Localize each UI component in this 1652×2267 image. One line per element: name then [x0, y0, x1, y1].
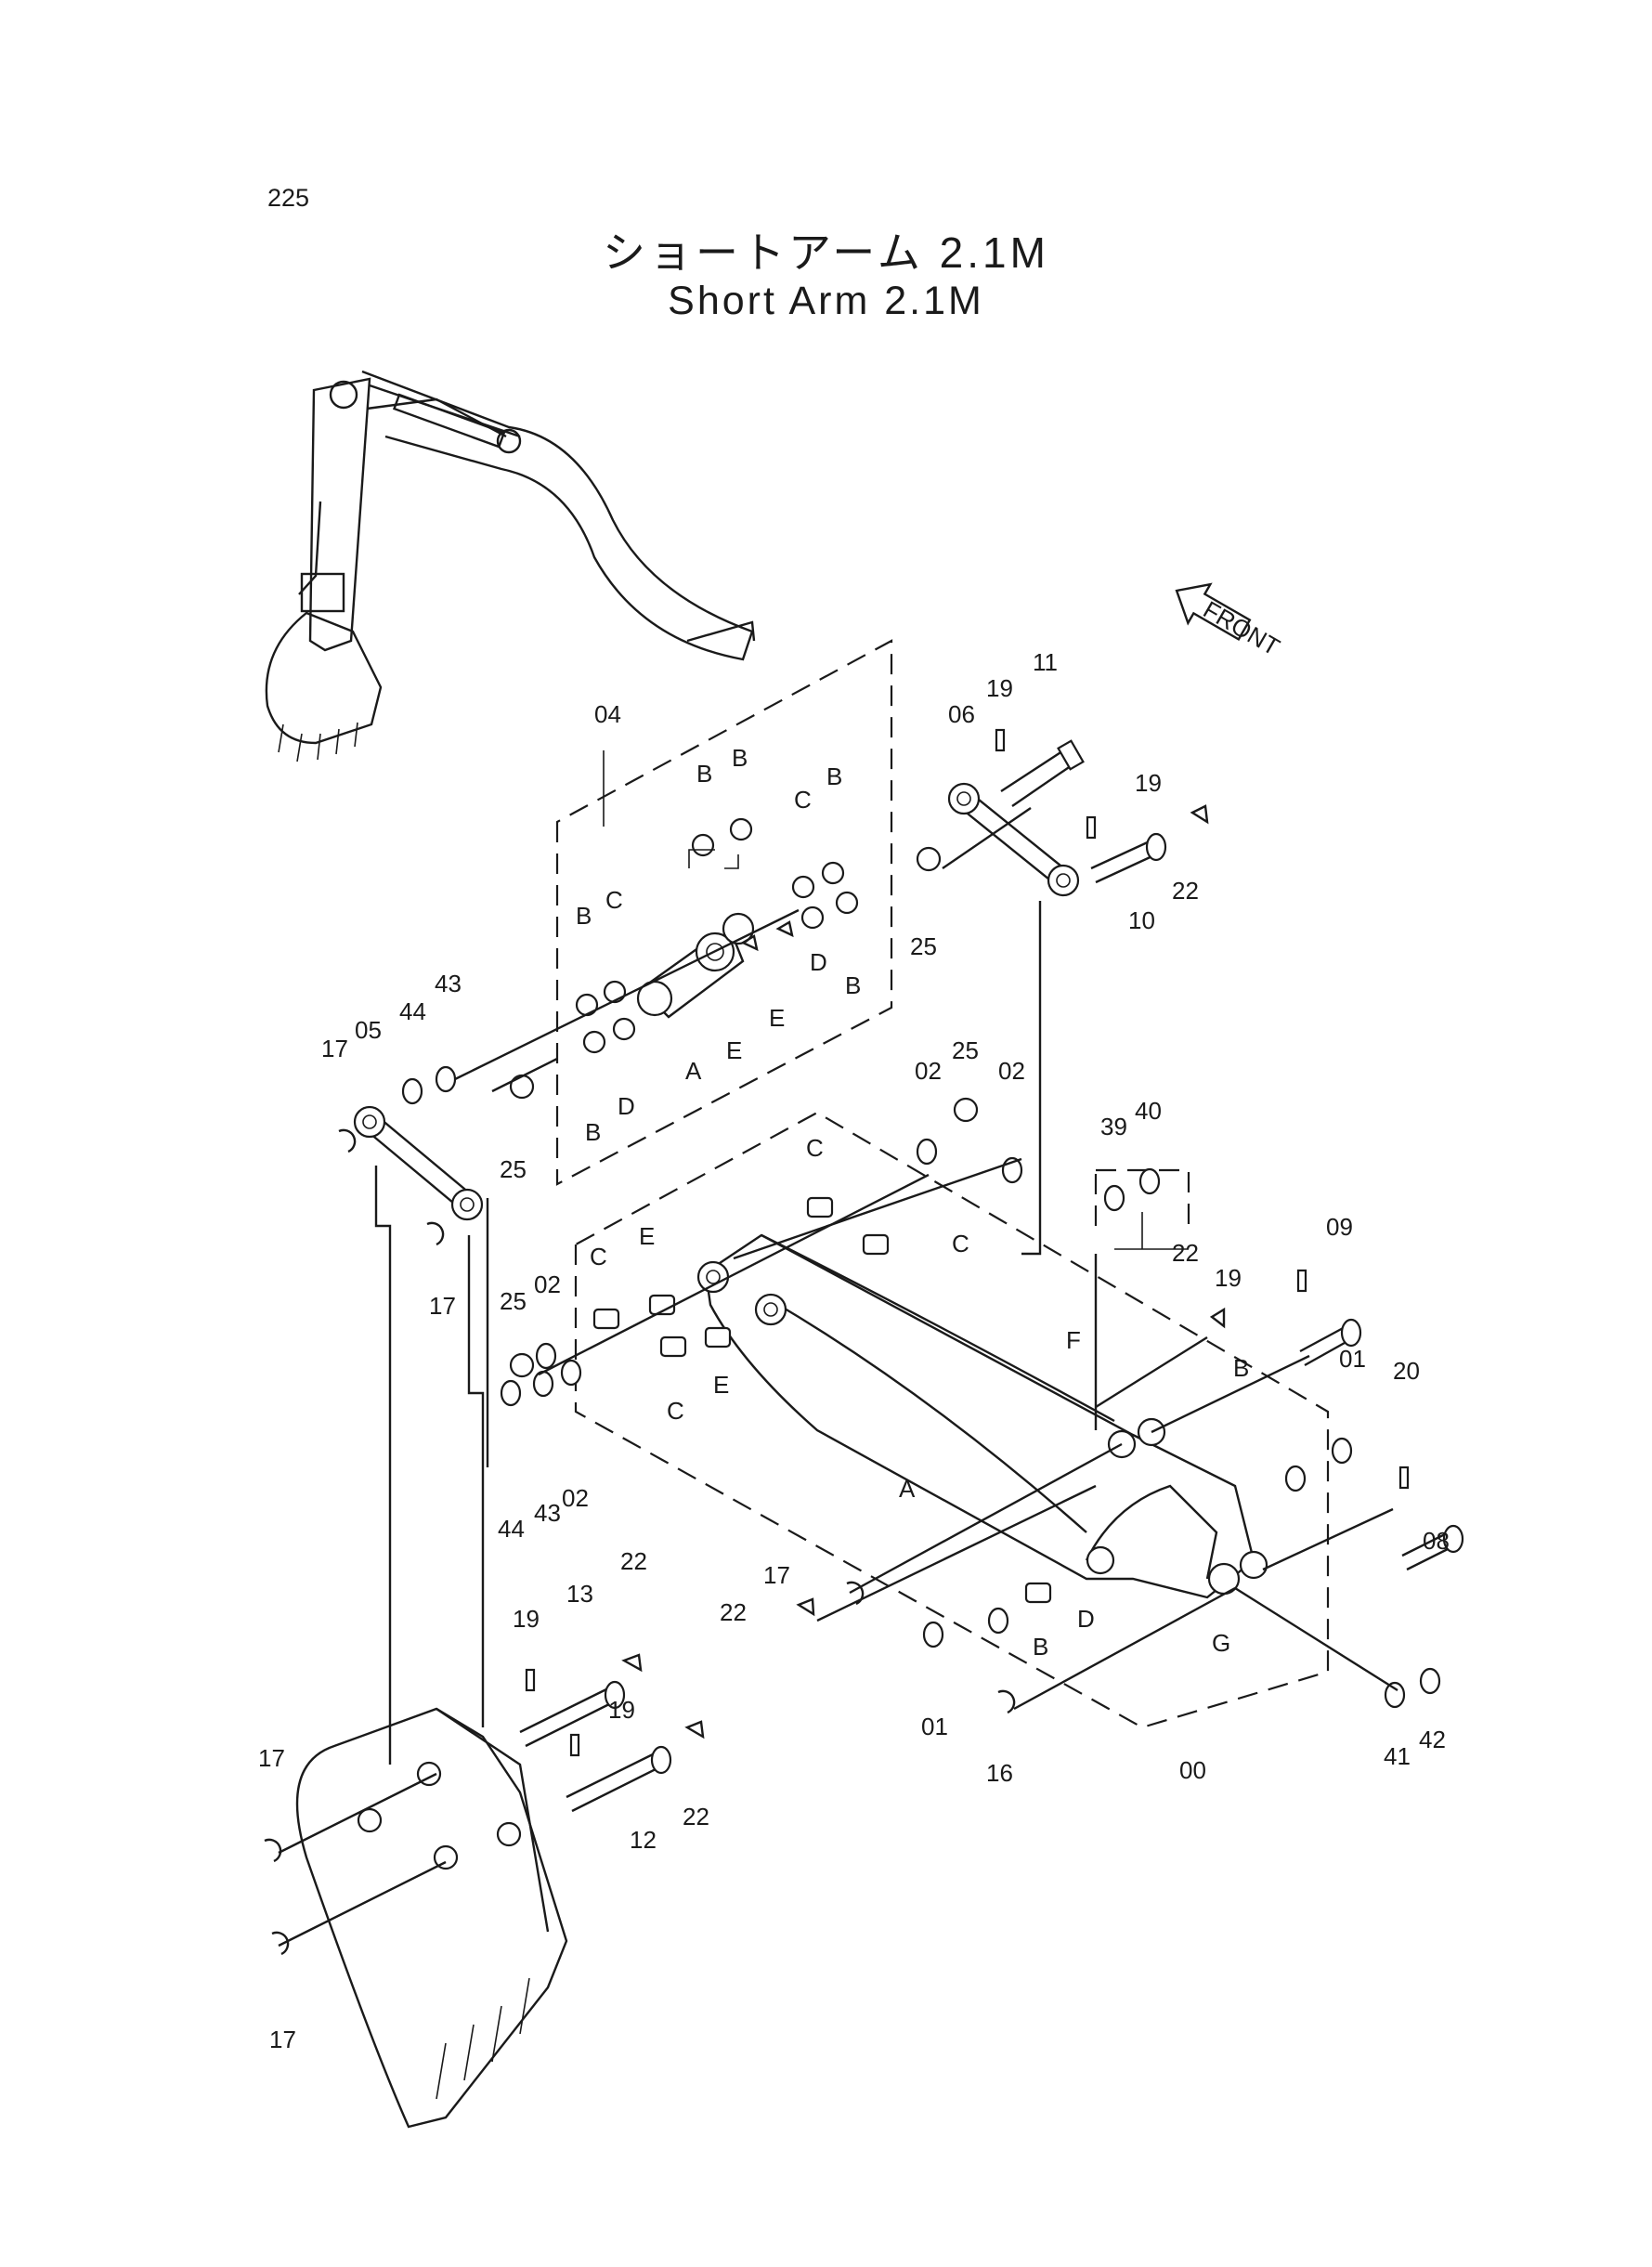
callout-44: 44 — [498, 1515, 525, 1543]
letter-label: A — [899, 1475, 916, 1503]
letter-label: C — [806, 1134, 824, 1162]
letter-label: B — [1033, 1633, 1048, 1661]
callout-20: 20 — [1393, 1357, 1420, 1385]
callout-25: 25 — [500, 1155, 527, 1183]
letter-label: D — [1077, 1605, 1095, 1633]
callout-19: 19 — [1215, 1264, 1242, 1292]
callout-22: 22 — [1172, 1239, 1199, 1267]
letter-label: B — [732, 744, 748, 772]
callout-12: 12 — [630, 1826, 657, 1854]
letter-label: B — [1233, 1354, 1249, 1382]
letter-label: B — [576, 902, 592, 930]
callout-05: 05 — [355, 1016, 382, 1044]
callout-43: 43 — [534, 1499, 561, 1527]
pins-and-bushings — [264, 728, 1464, 1956]
letter-label: D — [618, 1092, 635, 1120]
page-number: 225 — [267, 184, 310, 212]
callout-10: 10 — [1128, 906, 1155, 934]
letter-labels: B B C B B C D E E D A B B C C E C E C A … — [576, 744, 1249, 1661]
callout-06: 06 — [948, 700, 975, 728]
callout-22: 22 — [620, 1547, 647, 1575]
callout-01: 01 — [921, 1713, 948, 1740]
letter-label: E — [769, 1004, 785, 1032]
callout-42: 42 — [1419, 1726, 1446, 1753]
callout-17: 17 — [269, 2026, 296, 2053]
callout-11: 11 — [1033, 648, 1058, 676]
callout-25: 25 — [952, 1036, 979, 1064]
front-direction-arrow: FRONT — [1175, 582, 1285, 661]
callout-22: 22 — [683, 1803, 709, 1831]
callout-02: 02 — [534, 1270, 561, 1298]
callout-19: 19 — [608, 1696, 635, 1724]
callout-44: 44 — [399, 997, 426, 1025]
link-assembly-box-04 — [555, 639, 893, 1186]
letter-label: B — [845, 971, 861, 999]
letter-label: E — [713, 1371, 729, 1399]
callout-17: 17 — [321, 1035, 348, 1062]
callout-41: 41 — [1384, 1742, 1411, 1770]
letter-label: C — [667, 1397, 684, 1425]
arm-body-A — [696, 1233, 1268, 1599]
callout-17: 17 — [429, 1292, 456, 1320]
callout-39: 39 — [1100, 1113, 1127, 1140]
callout-25: 25 — [910, 932, 937, 960]
letter-label: B — [696, 760, 712, 788]
letter-label: D — [810, 948, 827, 976]
callout-13: 13 — [566, 1580, 593, 1608]
callout-19: 19 — [513, 1605, 540, 1633]
letter-label: F — [1066, 1326, 1081, 1354]
callout-00: 00 — [1179, 1756, 1206, 1784]
callout-22: 22 — [1172, 877, 1199, 905]
title-japanese: ショートアーム 2.1M — [603, 228, 1049, 277]
letter-label: E — [639, 1222, 655, 1250]
side-link-06 — [947, 782, 1080, 897]
callout-02: 02 — [915, 1057, 942, 1085]
letter-label: C — [590, 1243, 607, 1270]
callout-22: 22 — [720, 1598, 747, 1626]
bucket-sketch — [295, 1707, 568, 2129]
letter-label: G — [1212, 1629, 1230, 1657]
letter-label: E — [726, 1036, 742, 1064]
side-link-05 — [353, 1105, 484, 1221]
title-english: Short Arm 2.1M — [668, 279, 984, 323]
callout-17: 17 — [258, 1744, 285, 1772]
letter-label: C — [952, 1230, 969, 1257]
front-label: FRONT — [1199, 595, 1285, 661]
callout-40: 40 — [1135, 1097, 1162, 1125]
guide-link-A — [636, 912, 755, 1019]
callout-labels: 04 06 11 19 19 22 10 25 05 17 44 43 25 0… — [258, 648, 1450, 2053]
callout-02: 02 — [562, 1484, 589, 1512]
letter-label: C — [794, 786, 812, 814]
callout-08: 08 — [1423, 1527, 1450, 1555]
callout-19: 19 — [986, 674, 1013, 702]
letter-label: B — [585, 1118, 601, 1146]
callout-02: 02 — [998, 1057, 1025, 1085]
callout-17: 17 — [763, 1561, 790, 1589]
callout-04: 04 — [594, 700, 621, 728]
letter-label: B — [826, 762, 842, 790]
leader-lines — [278, 750, 1398, 1948]
callout-25: 25 — [500, 1287, 527, 1315]
callout-43: 43 — [435, 970, 462, 997]
letter-label: A — [685, 1057, 702, 1085]
callout-01: 01 — [1339, 1345, 1366, 1373]
callout-09: 09 — [1326, 1213, 1353, 1241]
callout-19: 19 — [1135, 769, 1162, 797]
callout-16: 16 — [986, 1759, 1013, 1787]
machine-overview-sketch — [265, 370, 756, 762]
arm-assembly-box-00 — [574, 1111, 1330, 1729]
letter-label: C — [605, 886, 623, 914]
